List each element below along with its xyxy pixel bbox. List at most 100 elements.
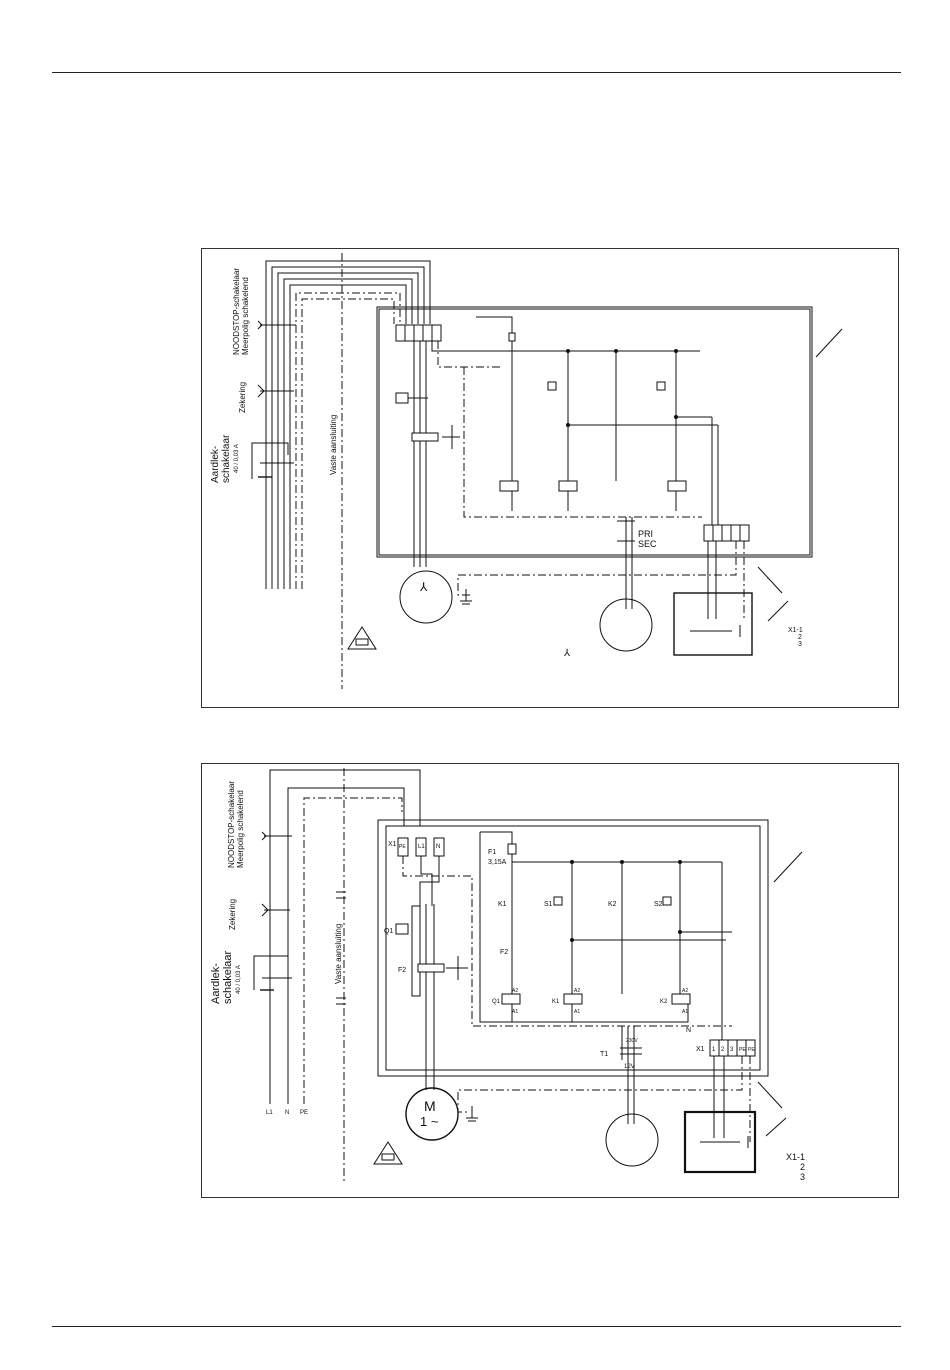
s2-label: S2: [654, 901, 663, 908]
remote-switch-box: [673, 592, 753, 656]
aardlek-label-1: Aardlek-: [210, 446, 221, 483]
svg-text:2: 2: [721, 1047, 725, 1053]
x1-1-label: X1-1: [788, 627, 803, 634]
noodstop-label: NOODSTOP-schakelaar: [227, 781, 236, 868]
svg-text:T1: T1: [600, 1051, 608, 1058]
overload-relay: [411, 425, 460, 449]
transformer-pri-label: PRI: [638, 529, 653, 539]
x1-3-label: 3: [800, 1172, 805, 1182]
svg-text:L1: L1: [418, 844, 425, 850]
aardlek-rating-label: 40 / 0,03 A: [234, 444, 240, 473]
coil-k2: [667, 480, 687, 492]
overload-relay-f2: F2: [398, 956, 468, 980]
coil-k1: [563, 993, 583, 1005]
motor-m-label: M: [424, 1098, 436, 1114]
noodstop-label: NOODSTOP-schakelaar: [232, 268, 241, 355]
svg-text:PE: PE: [399, 844, 406, 850]
svg-text:A2: A2: [512, 988, 518, 994]
vaste-aansluiting-label: Vaste aansluiting: [329, 415, 338, 475]
aardlek-rating-label: 40 / 0,03 A: [236, 965, 242, 994]
motor: [399, 570, 453, 624]
terminal-block-x1: X1 1 2 3 PE PE: [696, 1039, 756, 1057]
fuse-symbol: [261, 903, 290, 917]
coil-q1: [501, 993, 521, 1005]
n-label-control: N: [686, 1027, 691, 1034]
bottom-l1-label: L1: [266, 1110, 273, 1116]
f1-label: F1: [488, 849, 496, 856]
wiring-diagram-1: PRI SEC ⅄ ⅄: [201, 248, 899, 708]
svg-text:⅄: ⅄: [564, 648, 571, 659]
transformer-sec-label: SEC: [638, 539, 657, 549]
terminal-block-bottom: [703, 524, 750, 542]
warning-lamp: [599, 598, 653, 652]
coil-q1: [499, 480, 519, 492]
zekering-label: Zekering: [228, 899, 237, 930]
remote-switch-box: [683, 1110, 757, 1174]
aardlek-label-2: schakelaar: [222, 950, 234, 1004]
svg-text:F2: F2: [398, 967, 406, 974]
svg-text:K2: K2: [660, 999, 668, 1005]
x1-1-label: X1-1: [786, 1152, 805, 1162]
fuse-symbol: [257, 384, 294, 398]
svg-text:A2: A2: [574, 988, 580, 994]
supply-lines: [265, 260, 431, 589]
ground-symbol: [460, 589, 472, 605]
meerpolig-label: Meerpolig schakelend: [236, 790, 245, 868]
warning-lamp: [605, 1113, 659, 1167]
coil-k2: [671, 993, 691, 1005]
svg-text:PE: PE: [739, 1047, 746, 1053]
svg-text:A1: A1: [512, 1009, 518, 1015]
bottom-rule: [52, 1326, 901, 1327]
manual-warning-triangle: [347, 626, 377, 650]
wiring-diagram-2: PE L1 N X1 Q1 F2 F1 3,15A: [201, 763, 899, 1198]
svg-text:PE: PE: [748, 1047, 755, 1053]
terminal-block-top: [395, 324, 442, 342]
vaste-aansluiting-label: Vaste aansluiting: [334, 924, 343, 984]
f2-contact-label: F2: [500, 949, 508, 956]
contactor-q1-coil: [395, 392, 409, 404]
svg-text:Q1: Q1: [384, 928, 393, 935]
svg-text:Q1: Q1: [492, 999, 501, 1005]
svg-text:230V: 230V: [626, 1038, 638, 1044]
enclosure: [376, 306, 813, 558]
svg-text:12V: 12V: [624, 1064, 635, 1070]
coil-k1: [558, 480, 578, 492]
f1-rating: 3,15A: [488, 859, 507, 866]
k1-contact-label: K1: [498, 901, 507, 908]
x1-3-label: 3: [798, 641, 802, 648]
aardlek-label-2: schakelaar: [221, 434, 232, 483]
bottom-pe-label: PE: [300, 1110, 308, 1116]
bottom-n-label: N: [285, 1110, 289, 1116]
x1-2-label: 2: [798, 634, 802, 641]
meerpolig-label: Meerpolig schakelend: [241, 277, 250, 355]
svg-text:⅄: ⅄: [419, 580, 428, 594]
x1-2-label: 2: [800, 1162, 805, 1172]
rcd-symbol: [251, 442, 294, 479]
aardlek-label-1: Aardlek-: [210, 963, 222, 1004]
top-rule: [52, 72, 901, 73]
ground-symbol: [466, 1106, 478, 1122]
rcd-symbol: [253, 955, 292, 991]
transformer: PRI SEC: [617, 517, 657, 609]
svg-text:N: N: [436, 844, 440, 850]
emergency-stop-switch: [257, 320, 296, 330]
enclosure: [377, 819, 769, 1077]
contactor-q1: Q1: [384, 905, 421, 997]
motor-phase-label: 1 ~: [420, 1114, 439, 1129]
svg-text:A2: A2: [682, 988, 688, 994]
zekering-label: Zekering: [238, 382, 247, 413]
manual-warning-triangle: [373, 1141, 403, 1165]
s1-label: S1: [544, 901, 553, 908]
svg-text:K1: K1: [552, 999, 560, 1005]
svg-text:X1: X1: [696, 1046, 705, 1053]
motor: [405, 1087, 459, 1141]
transformer-t1: T1 230V 12V: [600, 1026, 642, 1124]
k2-contact-label: K2: [608, 901, 617, 908]
svg-text:A1: A1: [574, 1009, 580, 1015]
fuse-f1: [507, 843, 517, 855]
x1-label-top: X1: [388, 841, 397, 848]
svg-text:1: 1: [712, 1047, 716, 1053]
svg-text:3: 3: [730, 1047, 734, 1053]
emergency-stop-switch: [261, 831, 292, 841]
svg-text:A1: A1: [682, 1009, 688, 1015]
